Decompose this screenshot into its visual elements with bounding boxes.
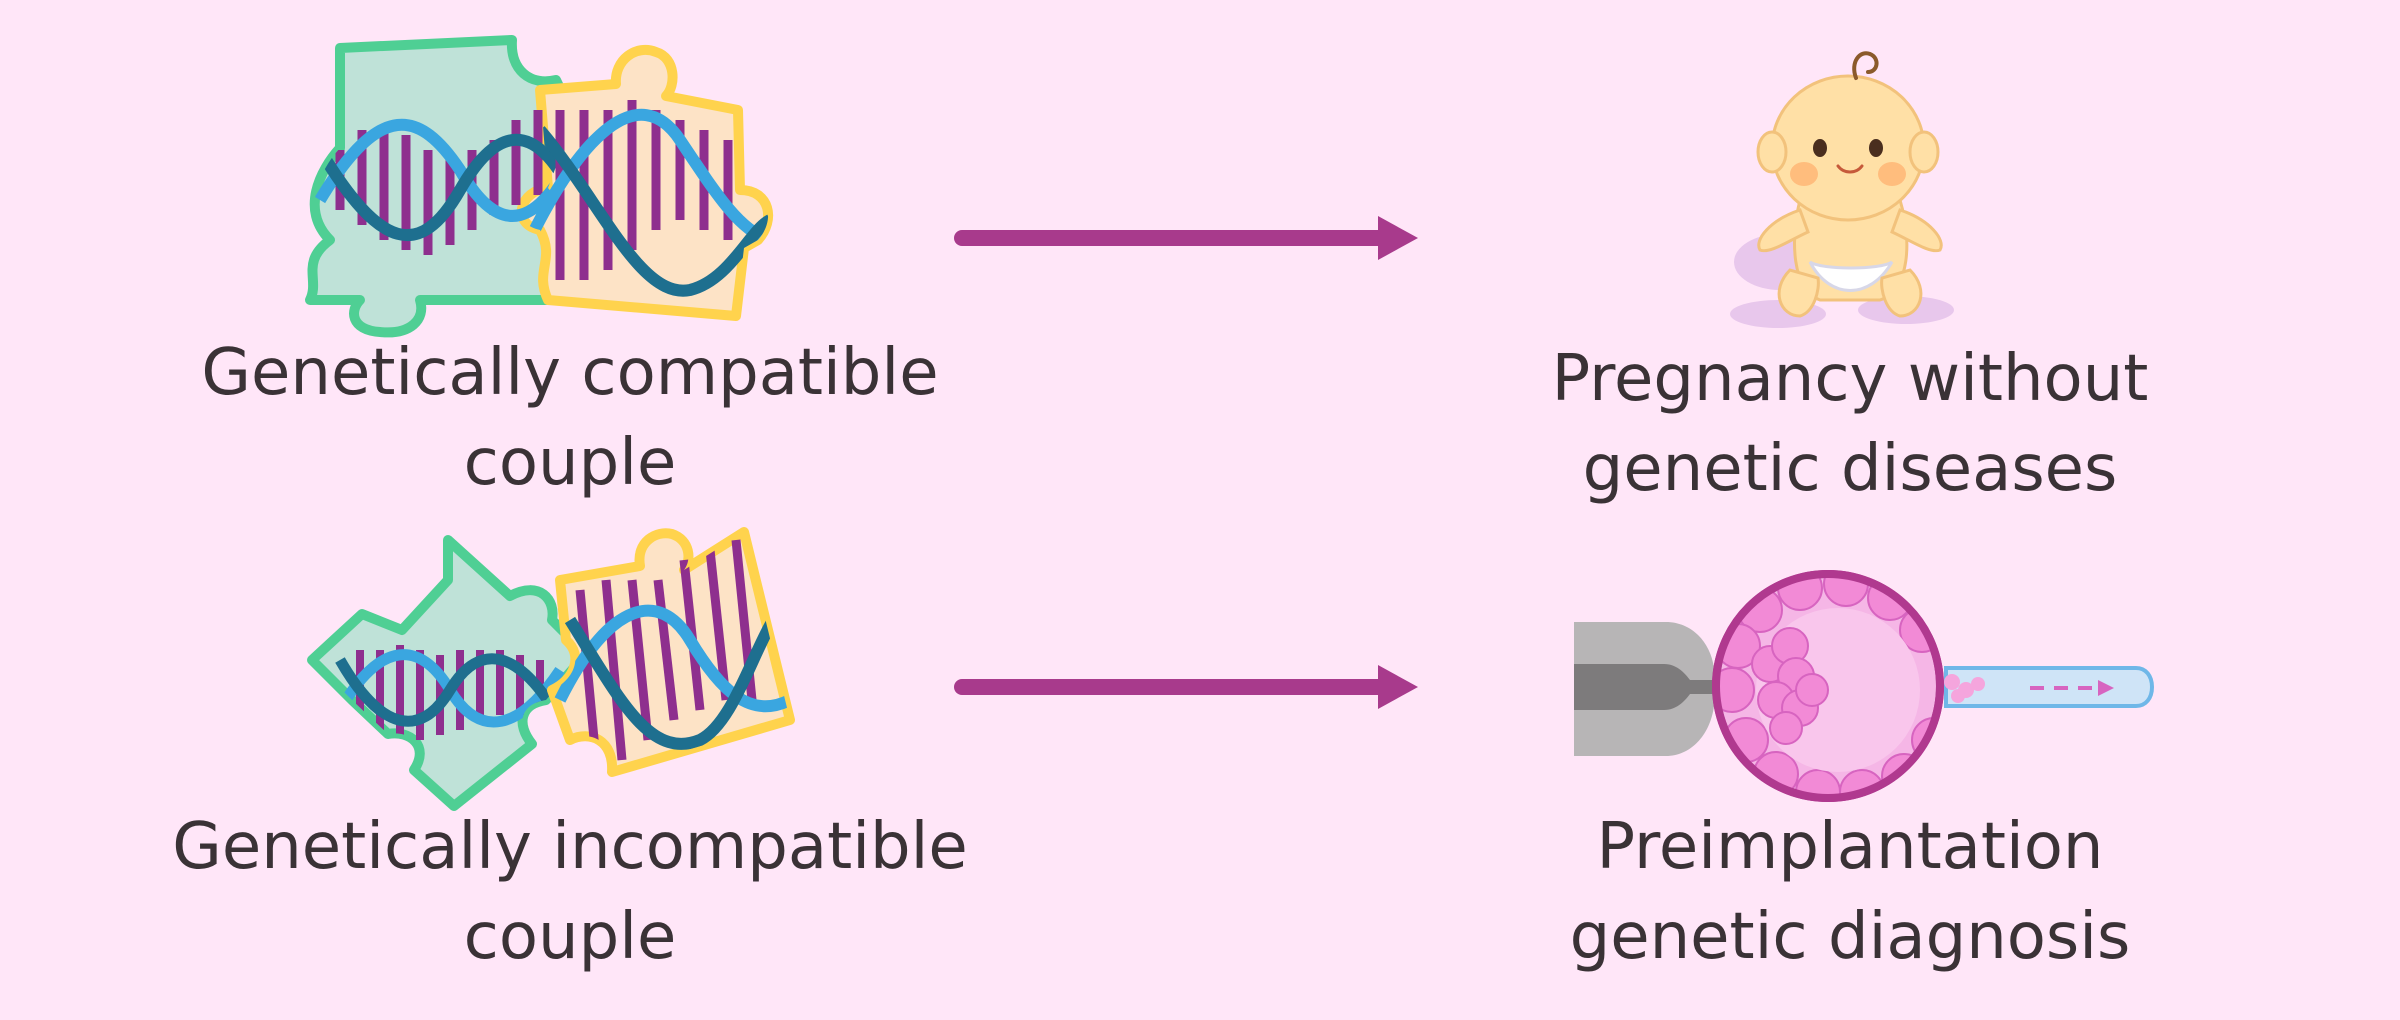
caption-pgd: Preimplantation genetic diagnosis — [1460, 802, 2240, 982]
caption-line: Genetically incompatible — [172, 810, 968, 884]
caption-line: Pregnancy without — [1551, 342, 2149, 416]
dna-puzzle-joined-icon — [305, 35, 774, 338]
caption-line: couple — [463, 426, 677, 500]
caption-line: Preimplantation — [1596, 810, 2104, 884]
baby-icon — [1730, 51, 1954, 328]
caption-line: genetic diseases — [1582, 432, 2118, 506]
arrow-bottom — [954, 665, 1418, 709]
caption-compatible-couple: Genetically compatible couple — [170, 328, 970, 508]
caption-pregnancy: Pregnancy without genetic diseases — [1460, 334, 2240, 514]
puzzle-piece-green — [307, 535, 591, 811]
caption-incompatible-couple: Genetically incompatible couple — [130, 802, 1010, 982]
embryo-biopsy-icon — [1574, 570, 2155, 802]
arrow-top — [954, 216, 1418, 260]
dna-puzzle-separated-icon — [307, 527, 795, 811]
caption-line: Genetically compatible — [201, 336, 939, 410]
puzzle-piece-green — [305, 35, 585, 338]
caption-line: couple — [463, 900, 677, 974]
caption-line: genetic diagnosis — [1569, 900, 2131, 974]
